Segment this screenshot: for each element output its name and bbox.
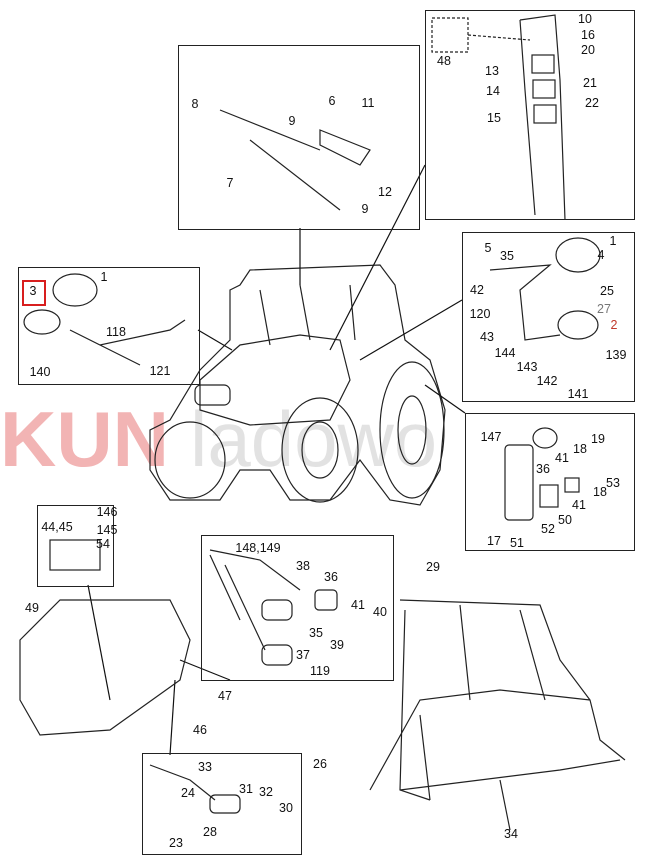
panel-wiper: [178, 45, 420, 230]
part-callout-label[interactable]: 41: [572, 497, 586, 512]
part-callout-label[interactable]: 49: [25, 600, 39, 615]
part-callout-label[interactable]: 139: [605, 347, 627, 362]
part-callout-label[interactable]: 30: [279, 800, 293, 815]
part-callout-label[interactable]: 120: [469, 306, 491, 321]
part-callout-label[interactable]: 53: [606, 475, 620, 490]
tractor-illustration: [149, 264, 446, 506]
part-callout-label[interactable]: 42: [470, 282, 484, 297]
panel-sensor: [142, 753, 302, 855]
part-callout-label[interactable]: 40: [373, 604, 387, 619]
part-callout-label[interactable]: 4: [597, 247, 605, 262]
part-callout-label[interactable]: 121: [149, 363, 171, 378]
part-callout-label[interactable]: 11: [361, 95, 375, 110]
part-callout-label[interactable]: 38: [296, 558, 310, 573]
part-callout-label[interactable]: 46: [193, 722, 207, 737]
part-callout-label[interactable]: 44,45: [41, 519, 73, 534]
part-callout-label[interactable]: 141: [567, 386, 589, 401]
watermark-left: KUN: [0, 395, 169, 483]
part-callout-label[interactable]: 10: [578, 11, 592, 26]
part-callout-label[interactable]: 145: [96, 522, 118, 537]
part-callout-label[interactable]: 5: [484, 240, 492, 255]
part-callout-label[interactable]: 48: [437, 53, 451, 68]
panel-socket: [201, 535, 394, 681]
part-callout-label[interactable]: 51: [510, 535, 524, 550]
part-callout-label[interactable]: 54: [96, 536, 110, 551]
part-callout-label[interactable]: 12: [378, 184, 392, 199]
part-callout-label[interactable]: 35: [309, 625, 323, 640]
part-callout-label[interactable]: 35: [500, 248, 514, 263]
part-callout-label[interactable]: 22: [585, 95, 599, 110]
part-callout-label[interactable]: 118: [106, 324, 126, 339]
part-callout-label[interactable]: 142: [536, 373, 558, 388]
part-callout-label[interactable]: 23: [169, 835, 183, 850]
part-callout-label[interactable]: 144: [494, 345, 516, 360]
part-callout-label[interactable]: 14: [486, 83, 500, 98]
highlighted-part-label[interactable]: 3: [29, 283, 37, 298]
panel-control-unit: [37, 505, 114, 587]
part-callout-label[interactable]: 16: [581, 27, 595, 42]
part-callout-label[interactable]: 25: [600, 283, 614, 298]
watermark-right: ladowo: [190, 395, 438, 483]
part-callout-label[interactable]: 18: [573, 441, 587, 456]
part-callout-label[interactable]: 34: [504, 826, 518, 841]
part-callout-label[interactable]: 6: [328, 93, 336, 108]
part-callout-label[interactable]: 17: [487, 533, 501, 548]
part-callout-label[interactable]: 146: [96, 504, 118, 519]
part-callout-label[interactable]: 9: [288, 113, 296, 128]
part-callout-label[interactable]: 36: [536, 461, 550, 476]
panel-control-column: [425, 10, 635, 220]
part-callout-label[interactable]: 26: [313, 756, 327, 771]
panel-rear-light: [465, 413, 635, 551]
part-callout-label[interactable]: 31: [239, 781, 253, 796]
part-callout-label[interactable]: 1: [609, 233, 617, 248]
part-callout-label[interactable]: 1: [100, 269, 108, 284]
part-callout-label[interactable]: 143: [516, 359, 538, 374]
part-callout-label[interactable]: 41: [555, 450, 569, 465]
panel-rear-work-lamp: [462, 232, 635, 402]
part-callout-label[interactable]: 41: [351, 597, 365, 612]
part-callout-label[interactable]: 13: [485, 63, 499, 78]
part-callout-label[interactable]: 36: [324, 569, 338, 584]
part-callout-label[interactable]: 27: [597, 301, 611, 316]
part-callout-label[interactable]: 9: [361, 201, 369, 216]
part-callout-label[interactable]: 19: [591, 431, 605, 446]
part-callout-label[interactable]: 20: [581, 42, 595, 57]
part-callout-label[interactable]: 32: [259, 784, 273, 799]
part-callout-label[interactable]: 52: [541, 521, 555, 536]
part-callout-label[interactable]: 24: [181, 785, 195, 800]
part-callout-label[interactable]: 50: [558, 512, 572, 527]
part-callout-label[interactable]: 18: [593, 484, 607, 499]
part-callout-label[interactable]: 2: [610, 317, 618, 332]
part-callout-label[interactable]: 21: [583, 75, 597, 90]
part-callout-label[interactable]: 43: [480, 329, 494, 344]
part-callout-label[interactable]: 8: [191, 96, 199, 111]
part-callout-label[interactable]: 33: [198, 759, 212, 774]
part-callout-label[interactable]: 15: [487, 110, 501, 125]
part-callout-label[interactable]: 147: [480, 429, 502, 444]
part-callout-label[interactable]: 148,149: [235, 540, 281, 555]
panel-front-work-lamp: [18, 267, 200, 385]
part-callout-label[interactable]: 47: [218, 688, 232, 703]
part-callout-label[interactable]: 28: [203, 824, 217, 839]
part-callout-label[interactable]: 140: [29, 364, 51, 379]
highlighted-part-marker[interactable]: [22, 280, 46, 306]
part-callout-label[interactable]: 37: [296, 647, 310, 662]
part-callout-label[interactable]: 29: [426, 559, 440, 574]
part-callout-label[interactable]: 39: [330, 637, 344, 652]
part-callout-label[interactable]: 7: [226, 175, 234, 190]
part-callout-label[interactable]: 119: [310, 663, 330, 678]
